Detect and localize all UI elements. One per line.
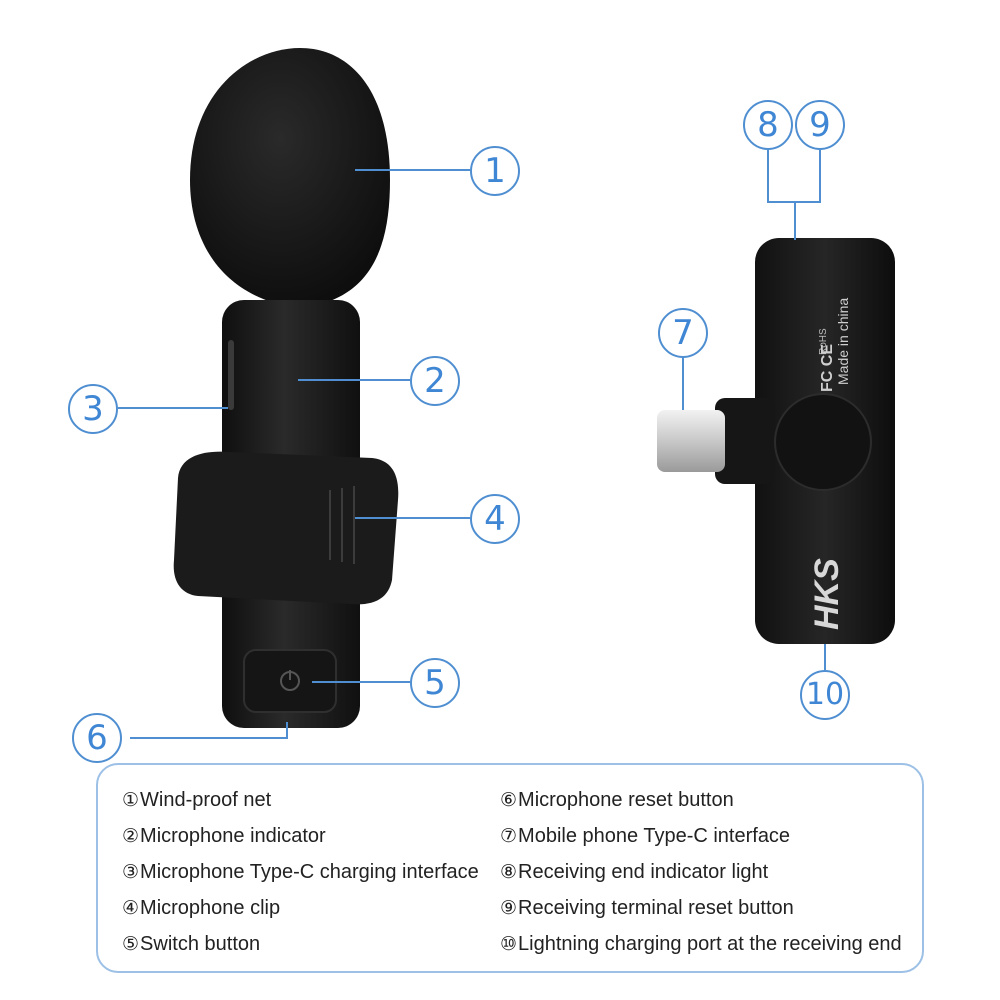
mic-clip xyxy=(173,451,399,605)
legend-label: Microphone Type-C charging interface xyxy=(140,861,479,883)
legend-label: Switch button xyxy=(140,933,261,955)
legend-label: Microphone indicator xyxy=(140,825,326,847)
callout-4: 4 xyxy=(470,494,520,544)
legend-item-4: ④Microphone clip xyxy=(122,897,280,920)
legend-item-7: ⑦Mobile phone Type-C interface xyxy=(500,825,790,848)
legend-item-6: ⑥Microphone reset button xyxy=(500,789,734,812)
legend-num: ③ xyxy=(122,861,140,883)
callout-8: 8 xyxy=(743,100,793,150)
legend-num: ⑤ xyxy=(122,933,140,955)
legend-label: Lightning charging port at the receiving… xyxy=(518,933,902,955)
legend-label: Receiving end indicator light xyxy=(518,861,769,883)
brand-logo: HKS xyxy=(808,558,846,630)
legend-item-5: ⑤Switch button xyxy=(122,933,260,956)
legend-label: Receiving terminal reset button xyxy=(518,897,794,919)
legend-item-10: ⑩Lightning charging port at the receivin… xyxy=(500,933,902,956)
callout-2: 2 xyxy=(410,356,460,406)
legend-label: Wind-proof net xyxy=(140,789,272,811)
callout-3: 3 xyxy=(68,384,118,434)
made-in-text: Made in china xyxy=(835,298,851,385)
callout-5: 5 xyxy=(410,658,460,708)
legend-label: Microphone clip xyxy=(140,897,281,919)
legend-item-9: ⑨Receiving terminal reset button xyxy=(500,897,794,920)
legend-num: ⑥ xyxy=(500,789,518,811)
legend-num: ② xyxy=(122,825,140,847)
windscreen xyxy=(190,48,390,308)
callout-7: 7 xyxy=(658,308,708,358)
legend-box: ①Wind-proof net ②Microphone indicator ③M… xyxy=(96,763,924,973)
legend-num: ⑧ xyxy=(500,861,518,883)
legend-item-1: ①Wind-proof net xyxy=(122,789,271,812)
legend-num: ⑨ xyxy=(500,897,518,919)
legend-item-2: ②Microphone indicator xyxy=(122,825,326,848)
fcc-ce-mark: FC CE xyxy=(819,344,836,392)
callout-9: 9 xyxy=(795,100,845,150)
receiver-round-button xyxy=(774,393,872,491)
legend-num: ⑩ xyxy=(500,933,518,955)
rohs-mark: RoHS xyxy=(818,328,829,355)
callout-10: 10 xyxy=(800,670,850,720)
leader-lines xyxy=(118,150,826,739)
legend-num: ⑦ xyxy=(500,825,518,847)
legend-item-3: ③Microphone Type-C charging interface xyxy=(122,861,479,884)
legend-num: ④ xyxy=(122,897,140,919)
legend-label: Microphone reset button xyxy=(518,789,734,811)
legend-item-8: ⑧Receiving end indicator light xyxy=(500,861,768,884)
mic-side-slot xyxy=(228,340,234,410)
receiver-connector-housing xyxy=(715,398,775,484)
type-c-plug xyxy=(657,410,725,472)
callout-1: 1 xyxy=(470,146,520,196)
legend-num: ① xyxy=(122,789,140,811)
callout-6: 6 xyxy=(72,713,122,763)
legend-label: Mobile phone Type-C interface xyxy=(518,825,791,847)
